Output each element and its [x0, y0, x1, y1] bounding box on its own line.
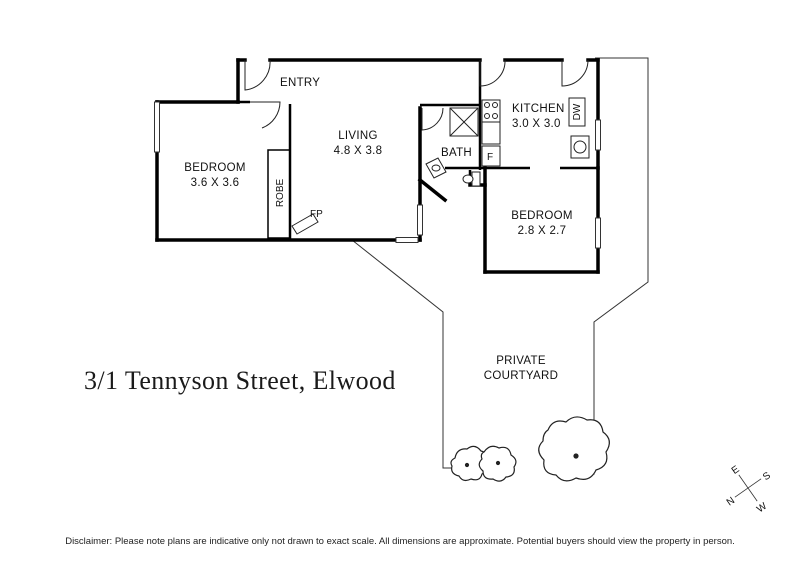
- bedroom1-dims: 3.6 X 3.6: [191, 177, 240, 189]
- compass-s: S: [761, 470, 773, 483]
- compass-w: W: [755, 501, 770, 516]
- toilet-icon: [462, 171, 481, 187]
- kitchen-label: KITCHEN: [512, 103, 565, 115]
- robe-label: ROBE: [275, 179, 286, 208]
- room-labels: ENTRY LIVING 4.8 X 3.8 BEDROOM 3.6 X 3.6…: [184, 77, 583, 382]
- fireplace-label: FP: [310, 209, 323, 220]
- compass-e: E: [730, 464, 742, 477]
- bedroom1-label: BEDROOM: [184, 162, 246, 174]
- bench-icon: [481, 121, 501, 145]
- vanity-icon: [425, 157, 447, 179]
- entry-label: ENTRY: [280, 77, 320, 89]
- compass-icon: E S W N: [725, 464, 773, 516]
- kitchen-dims: 3.0 X 3.0: [512, 118, 561, 130]
- bedroom2-label: BEDROOM: [511, 210, 573, 222]
- courtyard-label-line1: PRIVATE: [496, 355, 546, 367]
- bathroom-fixtures: [425, 107, 481, 187]
- windows: [154, 101, 601, 249]
- fridge-label: F: [487, 152, 493, 163]
- living-label: LIVING: [338, 130, 378, 142]
- fridge-space-icon: [481, 145, 501, 167]
- tree-icon: [538, 416, 610, 482]
- property-address: 3/1 Tennyson Street, Elwood: [84, 366, 396, 395]
- tree-icon: [478, 445, 517, 482]
- sink-icon: [570, 135, 590, 159]
- living-dims: 4.8 X 3.8: [334, 145, 383, 157]
- bath-label: BATH: [441, 147, 472, 159]
- bedroom2-dims: 2.8 X 2.7: [518, 225, 567, 237]
- doors: [244, 59, 589, 235]
- tree-icon: [450, 445, 488, 482]
- cooktop-icon: [481, 99, 501, 123]
- disclaimer-text: Disclaimer: Please note plans are indica…: [65, 536, 735, 547]
- dishwasher-icon: [568, 97, 586, 127]
- kitchen-fixtures: [481, 97, 590, 167]
- interior-walls: [238, 60, 598, 240]
- dishwasher-label: DW: [572, 103, 583, 120]
- courtyard-label-line2: COURTYARD: [484, 370, 558, 382]
